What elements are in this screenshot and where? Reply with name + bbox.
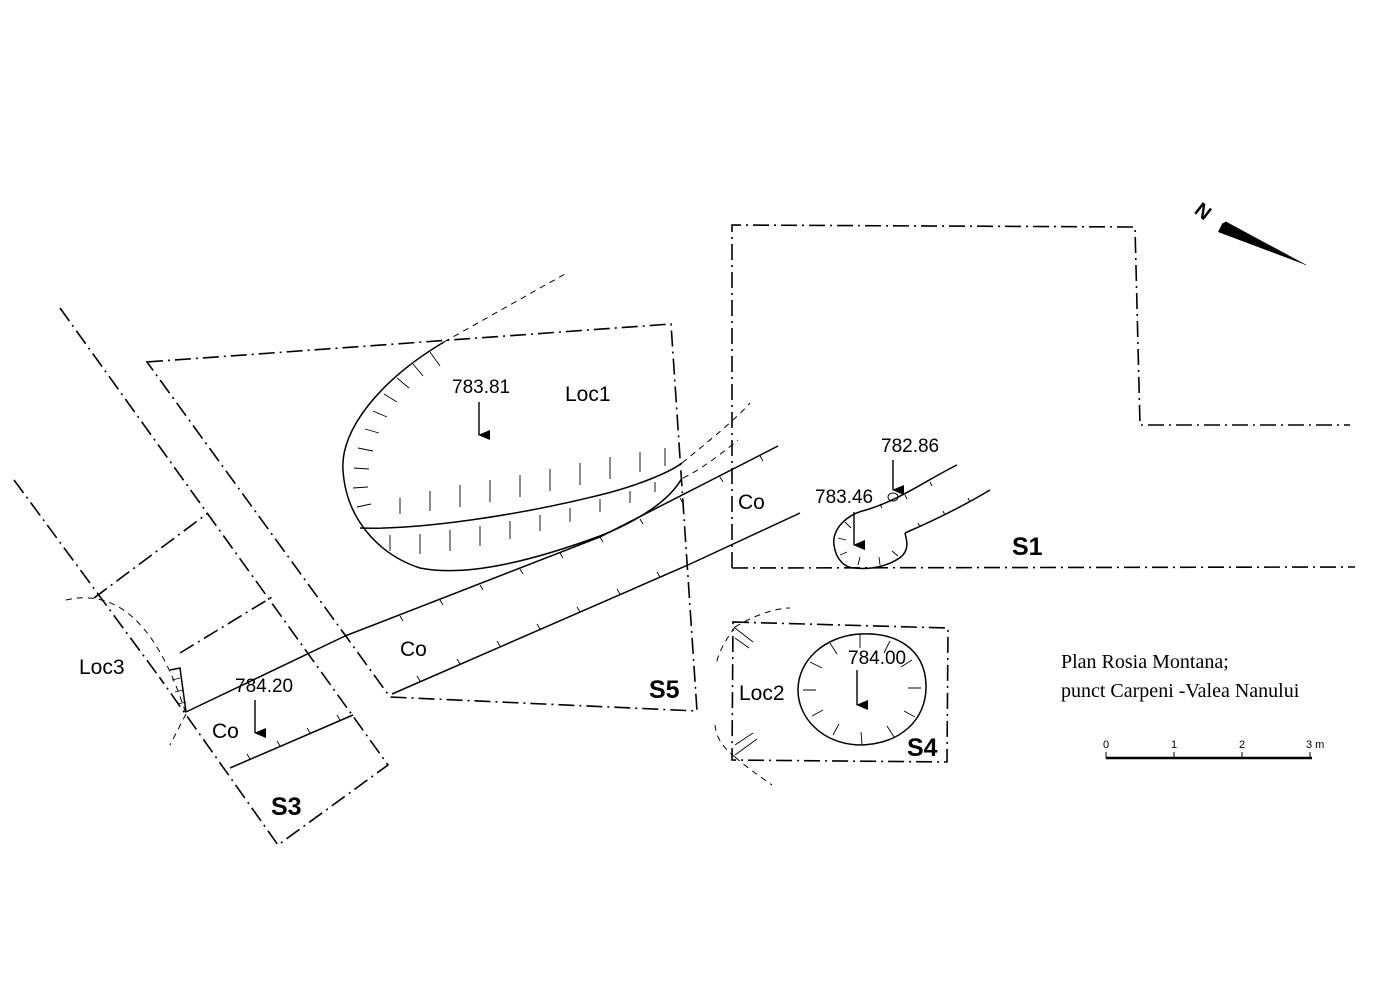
- loc1-pit: [342, 341, 683, 572]
- loc1-outer-edge: [342, 341, 683, 572]
- scale-tick-2: 2: [1239, 739, 1245, 751]
- trench-outlines: [13, 224, 1356, 847]
- scale-tick-1: 1: [1171, 739, 1177, 751]
- corridor-lower-edge: [391, 512, 801, 695]
- north-label: N: [1190, 199, 1215, 225]
- corridor-s1-lower: [904, 489, 991, 534]
- section-label-s3: S3: [271, 793, 302, 821]
- elevation-label-784-00: 784.00: [848, 648, 906, 669]
- north-arrow-icon: N: [1190, 199, 1307, 266]
- feature-label-co-s1: Co: [738, 491, 765, 514]
- feature-label-loc2: Loc2: [739, 682, 785, 705]
- corridor-s3-lower: [229, 714, 354, 769]
- elevation-label-783-81: 783.81: [452, 377, 510, 398]
- plan-title-line1: Plan Rosia Montana;: [1061, 651, 1229, 673]
- corridor-s1-upper: [865, 464, 958, 511]
- scale-bar: 0 1 2 3 m: [1103, 739, 1324, 760]
- feature-label-loc1: Loc1: [565, 383, 611, 406]
- extension-lines: [65, 273, 791, 786]
- corridor-upper-edge: [344, 445, 779, 637]
- corridor-s3-upper: [185, 635, 346, 713]
- plan-title-line2: punct Carpeni -Valea Nanului: [1061, 680, 1300, 702]
- loc1-inner-edge: [359, 462, 683, 529]
- trench-s3-outline: [13, 307, 390, 847]
- section-label-s5: S5: [649, 676, 680, 704]
- loc3-area: [169, 667, 187, 713]
- loc2-pit: [734, 627, 927, 756]
- trench-s3-crosslines: [93, 512, 273, 654]
- feature-label-co-s3: Co: [212, 720, 239, 743]
- section-label-s1: S1: [1012, 533, 1043, 561]
- elevation-arrows: [254, 402, 904, 738]
- elevation-label-784-20: 784.20: [235, 676, 293, 697]
- labels: 783.81 782.86 783.46 784.00 784.20 Loc1 …: [79, 377, 1300, 821]
- elevation-label-782-86: 782.86: [881, 436, 939, 457]
- scale-tick-3: 3 m: [1306, 739, 1324, 751]
- elevation-label-783-46: 783.46: [815, 487, 873, 508]
- trench-s5-outline: [145, 323, 698, 712]
- trench-s4-outline: [731, 621, 949, 763]
- feature-label-loc3: Loc3: [79, 656, 125, 679]
- scale-tick-0: 0: [1103, 739, 1109, 751]
- feature-label-co-s5: Co: [400, 638, 427, 661]
- corridor-strip: [185, 445, 991, 769]
- trench-s1-outline: [731, 224, 1356, 569]
- section-label-s4: S4: [907, 734, 938, 762]
